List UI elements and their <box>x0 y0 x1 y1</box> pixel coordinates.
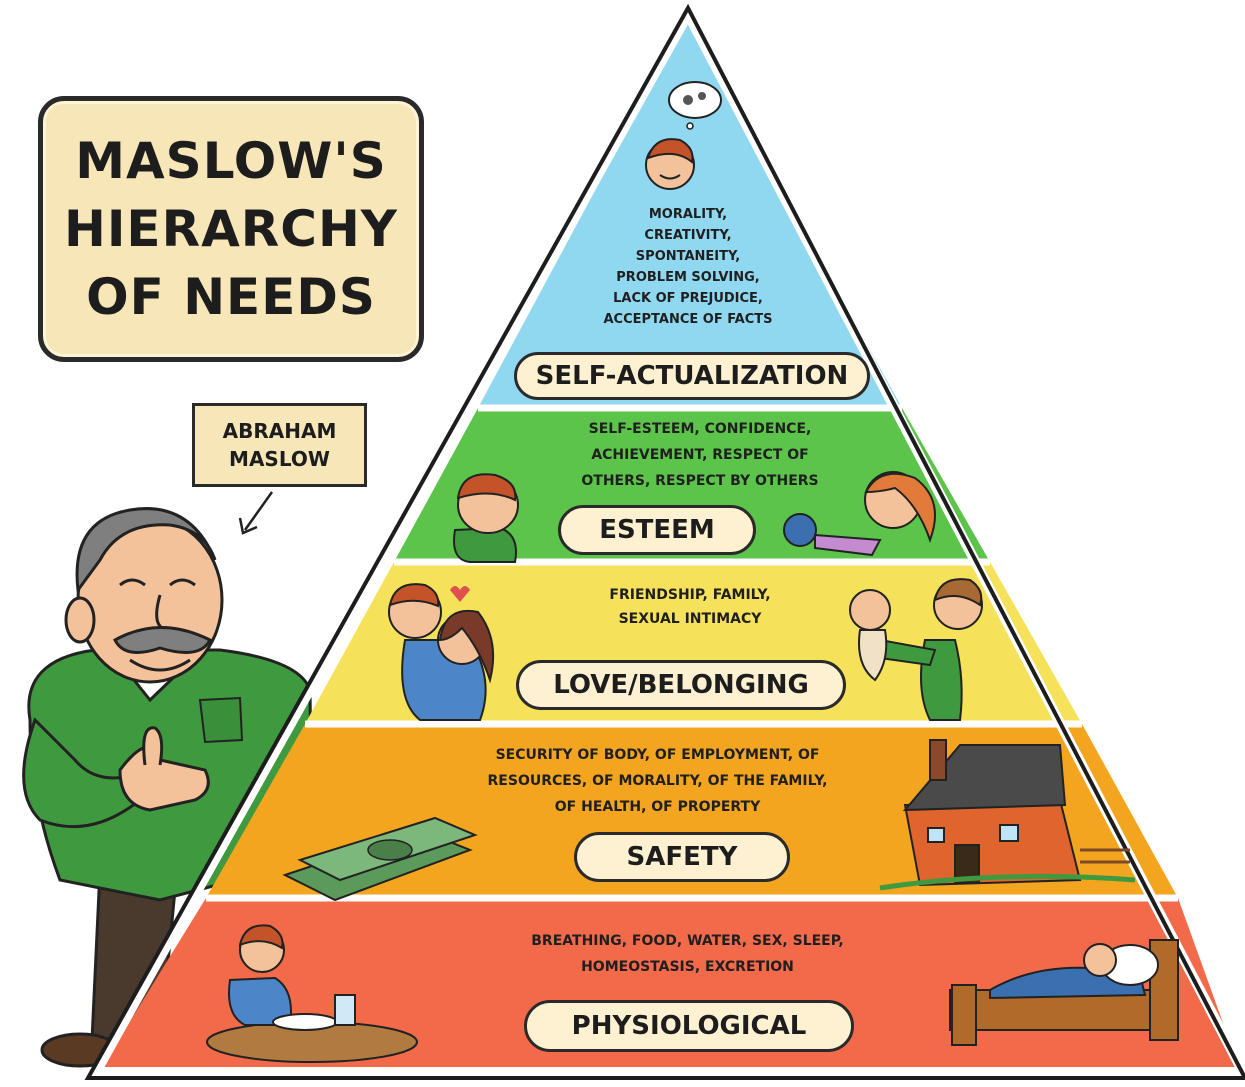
love-belonging-description-line: SEXUAL INTIMACY <box>618 611 762 627</box>
maslow-figure <box>22 507 314 1068</box>
caption-line-2: MASLOW <box>229 447 330 471</box>
esteem-boy-illustration <box>453 473 519 563</box>
esteem-girl-with-trophy-illustration <box>783 471 936 557</box>
self-actualization-description-line: PROBLEM SOLVING, <box>616 270 760 285</box>
esteem-description: SELF-ESTEEM, CONFIDENCE, ACHIEVEMENT, RE… <box>520 416 880 494</box>
self-actualization-label: SELF-ACTUALIZATION <box>514 352 870 400</box>
title-line-1: MASLOW'S <box>75 132 387 190</box>
physiological-description: BREATHING, FOOD, WATER, SEX, SLEEP, HOME… <box>460 928 915 980</box>
hugging-couple-illustration <box>388 583 495 721</box>
self-actualization-description-line: CREATIVITY, <box>644 228 732 243</box>
physiological-description-line: HOMEOSTASIS, EXCRETION <box>581 959 794 975</box>
self-actualization-description-line: LACK OF PREJUDICE, <box>613 291 763 306</box>
title-line-2: HIERARCHY <box>63 200 399 258</box>
self-actualization-description-line: ACCEPTANCE OF FACTS <box>603 312 773 327</box>
love-belonging-description: FRIENDSHIP, FAMILY, SEXUAL INTIMACY <box>540 583 840 631</box>
love-belonging-description-line: FRIENDSHIP, FAMILY, <box>609 587 771 603</box>
love-belonging-label: LOVE/BELONGING <box>516 660 846 710</box>
safety-description-line: OF HEALTH, OF PROPERTY <box>554 799 761 815</box>
caption-line-1: ABRAHAM <box>222 419 337 443</box>
esteem-description-line: OTHERS, RESPECT BY OTHERS <box>581 473 819 489</box>
safety-description-line: SECURITY OF BODY, OF EMPLOYMENT, OF <box>495 747 820 763</box>
esteem-description-line: SELF-ESTEEM, CONFIDENCE, <box>588 421 812 437</box>
self-actualization-description-line: SPONTANEITY, <box>635 249 741 264</box>
house-illustration <box>879 739 1136 891</box>
thinking-boy-illustration <box>645 81 722 190</box>
physiological-label: PHYSIOLOGICAL <box>524 1000 854 1052</box>
sleeping-person-bed-illustration <box>949 939 1179 1046</box>
caption-pointer-arrow <box>238 491 274 535</box>
title-line-3: OF NEEDS <box>86 268 376 326</box>
safety-description-line: RESOURCES, OF MORALITY, OF THE FAMILY, <box>487 773 828 789</box>
esteem-description-line: ACHIEVEMENT, RESPECT OF <box>591 447 809 463</box>
pyramid-level-esteem <box>394 408 990 562</box>
self-actualization-description-line: MORALITY, <box>648 207 728 222</box>
safety-label: SAFETY <box>574 832 790 882</box>
child-eating-illustration <box>206 924 418 1063</box>
pyramid-level-self-actualization <box>478 18 902 408</box>
abraham-maslow-caption: ABRAHAM MASLOW <box>192 403 367 487</box>
parent-holding-baby-illustration <box>849 578 983 721</box>
physiological-description-line: BREATHING, FOOD, WATER, SEX, SLEEP, <box>531 933 844 949</box>
safety-description: SECURITY OF BODY, OF EMPLOYMENT, OF RESO… <box>410 742 905 820</box>
title-box: MASLOW'S HIERARCHY OF NEEDS <box>38 96 424 362</box>
esteem-label: ESTEEM <box>558 505 756 555</box>
money-stack-illustration <box>282 816 478 902</box>
self-actualization-description: MORALITY, CREATIVITY, SPONTANEITY, PROBL… <box>553 204 823 330</box>
